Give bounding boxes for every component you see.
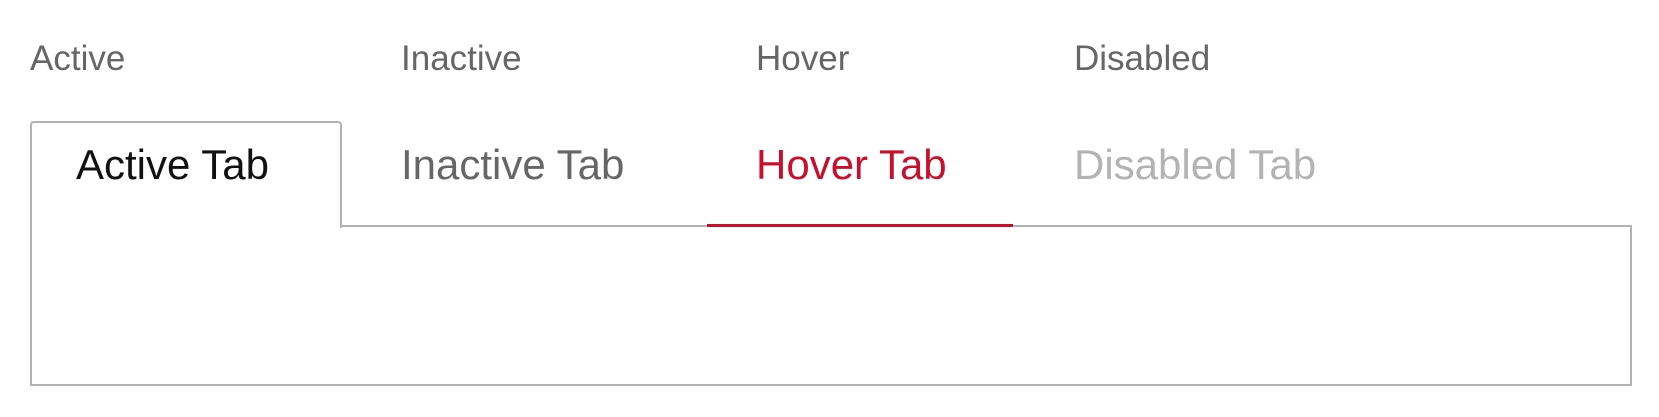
state-label-inactive: Inactive <box>401 39 522 78</box>
state-label-hover: Hover <box>756 39 850 78</box>
tab-active-label: Active Tab <box>76 141 269 188</box>
tab-inactive-label: Inactive Tab <box>401 141 625 188</box>
tab-hover-label: Hover Tab <box>756 141 947 188</box>
tab-disabled-label: Disabled Tab <box>1074 141 1317 188</box>
tab-active[interactable] <box>30 121 342 228</box>
tab-hover-underline <box>707 224 1013 227</box>
state-label-disabled: Disabled <box>1074 39 1211 78</box>
state-label-active: Active <box>30 39 126 78</box>
tab-panel <box>30 226 1632 386</box>
